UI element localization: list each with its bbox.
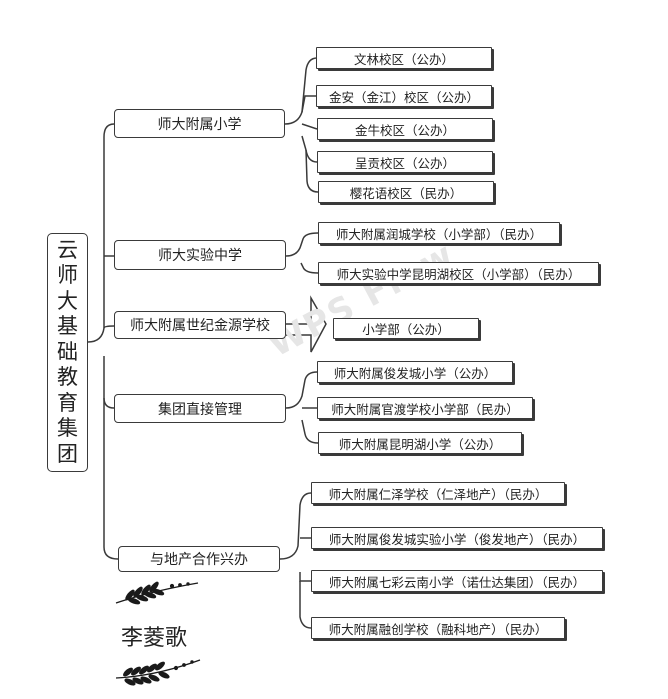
leaf-label: 樱花语校区（民办）	[349, 185, 463, 201]
leaf-node-15[interactable]: 师大附属融创学校（融科地产）（民办）	[311, 617, 565, 639]
laurel-bottom-icon	[115, 659, 201, 686]
leaf-node-14[interactable]: 师大附属七彩云南小学（诺仕达集团）（民办）	[311, 570, 603, 592]
leaf-label: 师大实验中学昆明湖校区（小学部）（民办）	[336, 266, 581, 282]
leaf-node-11[interactable]: 师大附属昆明湖小学（公办）	[318, 432, 522, 454]
leaf-label: 师大附属俊发城小学（公办）	[333, 365, 497, 381]
leaf-label: 小学部（公办）	[362, 322, 450, 337]
branch-label: 师大附属世纪金源学校	[130, 318, 270, 334]
leaf-node-9[interactable]: 师大附属俊发城小学（公办）	[317, 361, 513, 383]
root-node[interactable]: 云师大基础教育集团	[47, 233, 88, 472]
leaf-node-4[interactable]: 呈贡校区（公办）	[317, 151, 493, 173]
leaf-node-6[interactable]: 师大附属润城学校（小学部）（民办）	[318, 222, 560, 244]
leaf-node-7[interactable]: 师大实验中学昆明湖校区（小学部）（民办）	[318, 262, 599, 284]
watermark-text: WPS Flow	[262, 234, 462, 366]
leaf-node-10[interactable]: 师大附属官渡学校小学部（民办）	[317, 397, 533, 419]
branch-label: 师大附属小学	[157, 116, 242, 133]
leaf-node-1[interactable]: 文林校区（公办）	[316, 47, 492, 69]
leaf-node-5[interactable]: 樱花语校区（民办）	[318, 181, 494, 203]
leaf-label: 文林校区（公办）	[353, 51, 454, 67]
leaf-label: 师大附属融创学校（融科地产）（民办）	[328, 621, 548, 637]
branch-label: 集团直接管理	[158, 401, 242, 418]
branch-node-1[interactable]: 师大附属小学	[114, 109, 285, 138]
leaf-node-12[interactable]: 师大附属仁泽学校（仁泽地产）（民办）	[311, 482, 565, 504]
leaf-label: 师大附属昆明湖小学（公办）	[338, 436, 502, 452]
laurel-top-icon	[115, 581, 199, 605]
leaf-node-13[interactable]: 师大附属俊发城实验小学（俊发地产）（民办）	[311, 527, 603, 549]
leaf-label: 师大附属仁泽学校（仁泽地产）（民办）	[328, 486, 548, 502]
leaf-label: 师大附属七彩云南小学（诺仕达集团）（民办）	[328, 574, 586, 590]
branch-node-3[interactable]: 师大附属世纪金源学校	[114, 311, 286, 339]
leaf-label: 金安（金江）校区（公办）	[328, 89, 479, 105]
leaf-label: 呈贡校区（公办）	[354, 155, 455, 171]
leaf-label: 师大附属润城学校（小学部）（民办）	[335, 226, 543, 242]
branch-node-2[interactable]: 师大实验中学	[114, 240, 286, 270]
leaf-node-3[interactable]: 金牛校区（公办）	[317, 118, 493, 140]
branch-node-5[interactable]: 与地产合作兴办	[118, 546, 280, 572]
leaf-label: 金牛校区（公办）	[354, 122, 455, 138]
signature-text: 李菱歌	[121, 626, 188, 651]
leaf-label: 师大附属官渡学校小学部（民办）	[331, 401, 519, 417]
leaf-node-8[interactable]: 小学部（公办）	[333, 318, 479, 339]
root-label: 云师大基础教育集团	[57, 237, 78, 466]
leaf-node-2[interactable]: 金安（金江）校区（公办）	[316, 85, 492, 107]
branch-node-4[interactable]: 集团直接管理	[114, 394, 286, 423]
branch-label: 与地产合作兴办	[150, 552, 248, 568]
branch-label: 师大实验中学	[158, 248, 242, 264]
leaf-label: 师大附属俊发城实验小学（俊发地产）（民办）	[328, 531, 586, 547]
